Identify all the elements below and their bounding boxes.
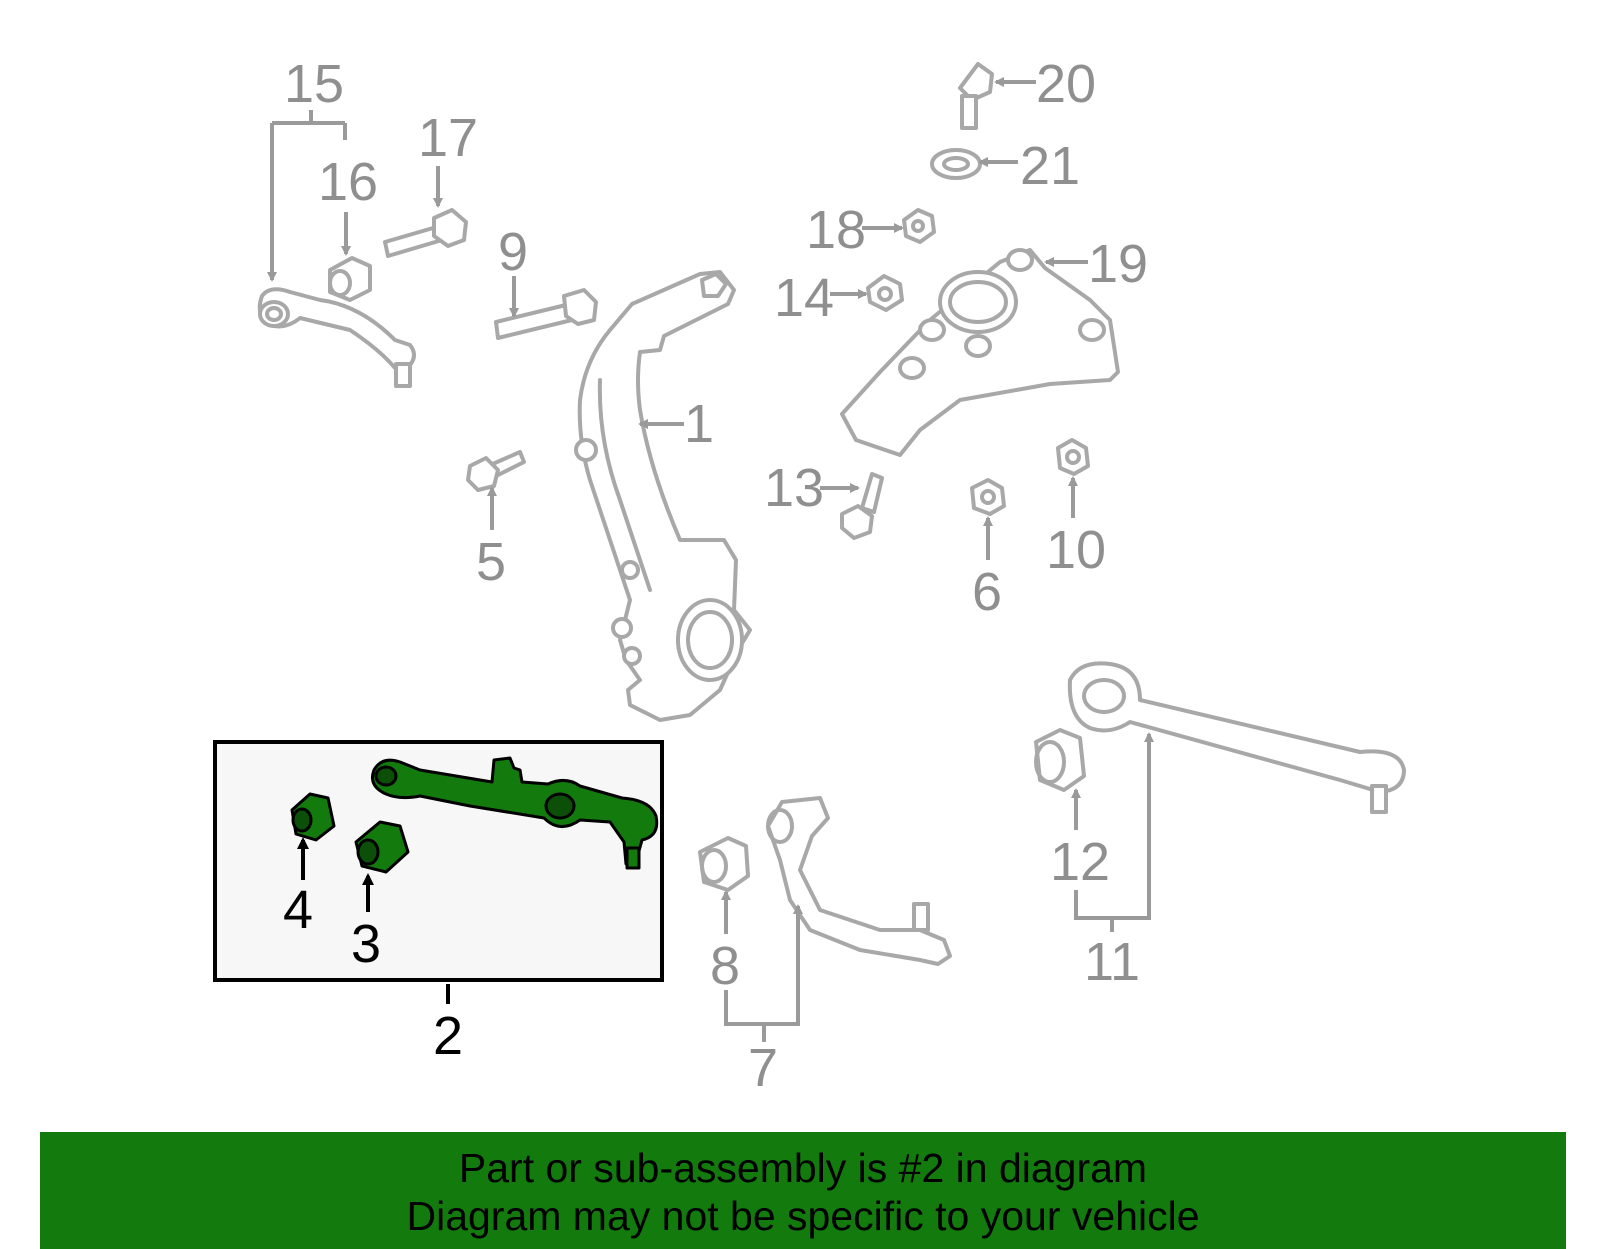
info-banner: Part or sub-assembly is #2 in diagram Di… — [40, 1132, 1566, 1249]
part-8-bushing[interactable] — [698, 836, 750, 892]
callout-13: 13 — [764, 458, 824, 518]
part-2-lower-control-arm[interactable] — [371, 756, 659, 870]
callout-3: 3 — [351, 914, 381, 974]
callout-6: 6 — [972, 562, 1002, 622]
part-4-bushing[interactable] — [290, 792, 336, 842]
callout-21: 21 — [1020, 136, 1080, 196]
callout-7: 7 — [748, 1038, 778, 1098]
leader-lines — [267, 77, 1154, 1042]
callout-16: 16 — [318, 152, 378, 212]
callout-10: 10 — [1046, 520, 1106, 580]
part-10-nut[interactable] — [1056, 438, 1090, 476]
part-20-bolt[interactable] — [958, 62, 994, 130]
part-17-bolt[interactable] — [383, 208, 468, 258]
part-16-bushing[interactable] — [328, 256, 372, 302]
callout-5: 5 — [476, 532, 506, 592]
callout-11: 11 — [1084, 932, 1140, 992]
callout-2: 2 — [433, 1006, 463, 1066]
callout-4: 4 — [283, 880, 313, 940]
part-5-bolt[interactable] — [466, 450, 526, 492]
callout-19: 19 — [1088, 234, 1148, 294]
banner-line-part-info: Part or sub-assembly is #2 in diagram — [458, 1145, 1148, 1191]
leader-lines-black — [297, 837, 450, 1004]
part-7-lower-arm[interactable] — [766, 796, 952, 966]
part-3-bushing[interactable] — [354, 820, 410, 874]
callout-12: 12 — [1050, 832, 1110, 892]
callout-14: 14 — [774, 268, 834, 328]
part-14-nut[interactable] — [866, 274, 904, 312]
callout-1: 1 — [684, 394, 714, 454]
callout-8: 8 — [710, 936, 740, 996]
part-1-knuckle[interactable] — [574, 270, 752, 722]
part-9-bolt[interactable] — [494, 288, 598, 340]
callout-20: 20 — [1036, 54, 1096, 114]
part-18-nut[interactable] — [902, 208, 936, 244]
part-15-upper-arm[interactable] — [257, 287, 416, 388]
part-21-washer[interactable] — [930, 148, 982, 180]
callout-18: 18 — [806, 200, 866, 260]
callout-15: 15 — [284, 54, 344, 114]
part-13-bolt[interactable] — [840, 472, 884, 540]
part-11-lower-arm[interactable] — [1067, 661, 1406, 814]
banner-line-disclaimer: Diagram may not be specific to your vehi… — [406, 1193, 1200, 1239]
part-6-nut[interactable] — [970, 478, 1006, 516]
part-19-strut-mount[interactable] — [840, 248, 1120, 457]
callout-17: 17 — [418, 108, 478, 168]
callout-labels: 15 16 17 9 1 5 20 21 18 19 14 13 6 10 12… — [283, 54, 1148, 1098]
part-12-bushing[interactable] — [1034, 728, 1086, 792]
callout-9: 9 — [498, 222, 528, 282]
